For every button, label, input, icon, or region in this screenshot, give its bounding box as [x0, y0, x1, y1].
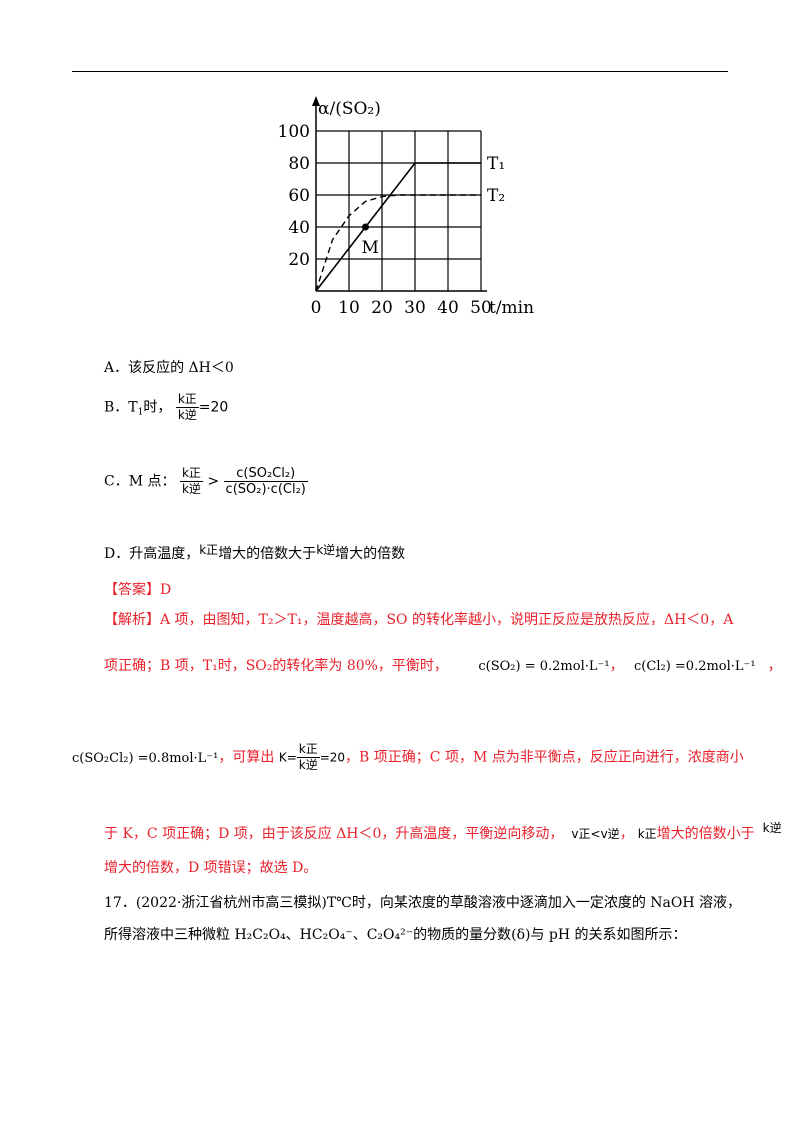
chart-tick-labels: 0 10 20 30 40 50 20 40 60 80 100 [278, 122, 492, 318]
analysis-sep: ， [609, 658, 624, 674]
fraction-numerator: k正 [179, 466, 203, 482]
option-b-t-sub: 1 [137, 407, 144, 418]
expr-v-compare: v正<v逆 [571, 827, 620, 841]
series-label: T₂ [487, 186, 505, 206]
analysis-line-2: 项正确；B 项，T₁时，SO₂的转化率为 80%，平衡时， c(SO₂) = 0… [104, 656, 782, 677]
conversion-time-chart: 0 10 20 30 40 50 20 40 60 80 100 T₁ T₂ Mα/(SO₂) t/min [278, 96, 534, 318]
chart-series [315, 162, 481, 292]
y-tick-label: 20 [288, 250, 310, 270]
analysis-line-5: 增大的倍数，D 项错误；故选 D。 [104, 860, 318, 876]
series-label: T₁ [487, 154, 505, 174]
expr-c-cl2: c(Cl₂) =0.2mol·L⁻¹ [634, 659, 756, 674]
option-d-k-reverse: k逆 [316, 543, 336, 557]
y-tick-label: 100 [278, 122, 310, 142]
option-c-gt: > [207, 473, 220, 490]
analysis-text-3a: ，可算出 [218, 749, 275, 766]
chart-axes [312, 96, 487, 292]
x-tick-label: 0 [311, 298, 322, 318]
question-17-line-1: 17．(2022·浙江省杭州市高三模拟)T℃时，向某浓度的草酸溶液中逐滴加入一定… [104, 895, 741, 911]
fraction-numerator: k正 [296, 742, 320, 758]
fraction-denominator: k逆 [181, 482, 201, 496]
x-tick-label: 50 [470, 298, 492, 318]
analysis-text-1: A 项，由图知，T₂＞T₁，温度越高，SO 的转化率越小，说明正反应是放热反应，… [160, 612, 734, 628]
chart-labels: T₁ T₂ Mα/(SO₂) t/min [318, 99, 534, 318]
analysis-text-4b: 增大的倍数小于 [656, 826, 755, 842]
y-tick-label: 80 [288, 154, 310, 174]
fraction-denominator: c(SO₂)·c(Cl₂) [225, 482, 306, 497]
option-c-prefix: C．M 点： [104, 473, 176, 490]
expr-c-so2cl2: c(SO₂Cl₂) =0.8mol·L⁻¹ [72, 750, 219, 766]
y-tick-label: 60 [288, 186, 310, 206]
point-m-marker [362, 223, 369, 231]
y-axis-label: α/(SO₂) [318, 99, 381, 119]
chart-grid [316, 130, 482, 291]
fraction-numerator: c(SO₂Cl₂) [223, 466, 308, 482]
x-tick-label: 30 [404, 298, 426, 318]
option-a: A．该反应的 ΔH＜0 [104, 360, 234, 376]
expr-k-value: =20 [319, 750, 346, 765]
y-tick-label: 40 [288, 218, 310, 238]
expr-k-forward: k正 [637, 827, 657, 841]
answer-line: 【答案】D [104, 582, 172, 598]
option-d-prefix: D．升高温度， [104, 546, 200, 562]
analysis-text-4a: 于 K，C 项正确；D 项，由于该反应 ΔH＜0，升高温度，平衡逆向移动， [104, 826, 564, 842]
x-tick-label: 40 [437, 298, 459, 318]
expr-c-so2: c(SO₂) = 0.2mol·L⁻¹ [478, 659, 610, 674]
expr-k-reverse: k逆 [762, 821, 782, 835]
analysis-line-4: 于 K，C 项正确；D 项，由于该反应 ΔH＜0，升高温度，平衡逆向移动， v正<… [104, 818, 782, 844]
x-tick-label: 20 [371, 298, 393, 318]
fraction-denominator: k逆 [177, 408, 197, 422]
option-d-k-forward: k正 [199, 543, 219, 557]
expr-k: K= [278, 750, 297, 765]
analysis-label: 【解析】 [104, 612, 160, 628]
analysis-line-1: 【解析】A 项，由图知，T₂＞T₁，温度越高，SO 的转化率越小，说明正反应是放… [104, 610, 733, 630]
option-b-suffix: 时， [143, 399, 172, 416]
option-b-t: T [128, 399, 138, 416]
option-d-suffix: 增大的倍数 [335, 546, 406, 562]
analysis-end: ， [767, 658, 782, 674]
x-tick-label: 10 [338, 298, 360, 318]
point-m-label: M [362, 238, 379, 258]
x-axis-label: t/min [489, 298, 534, 318]
series-line-t1 [315, 162, 481, 292]
option-c-fraction-right: c(SO₂Cl₂)c(SO₂)·c(Cl₂) [223, 466, 308, 497]
analysis-text-3b: ，B 项正确；C 项，M 点为非平衡点，反应正向进行，浓度商小 [345, 749, 744, 766]
question-17-line-2: 所得溶液中三种微粒 H₂C₂O₄、HC₂O₄⁻、C₂O₄²⁻的物质的量分数(δ)… [104, 927, 687, 943]
series-line-t2 [315, 194, 481, 292]
y-axis-arrow [312, 96, 320, 106]
fraction-denominator: k逆 [298, 758, 318, 772]
option-b-value: =20 [198, 399, 229, 416]
option-d: D．升高温度，k正增大的倍数大于k逆增大的倍数 [104, 540, 405, 564]
option-b-prefix: B． [104, 399, 129, 416]
option-d-mid: 增大的倍数大于 [218, 546, 317, 562]
analysis-text-2: 项正确；B 项，T₁时，SO₂的转化率为 80%，平衡时， [104, 658, 448, 674]
fraction-numerator: k正 [175, 392, 199, 408]
analysis-sep-2: ， [619, 826, 634, 842]
header-rule [72, 71, 728, 72]
